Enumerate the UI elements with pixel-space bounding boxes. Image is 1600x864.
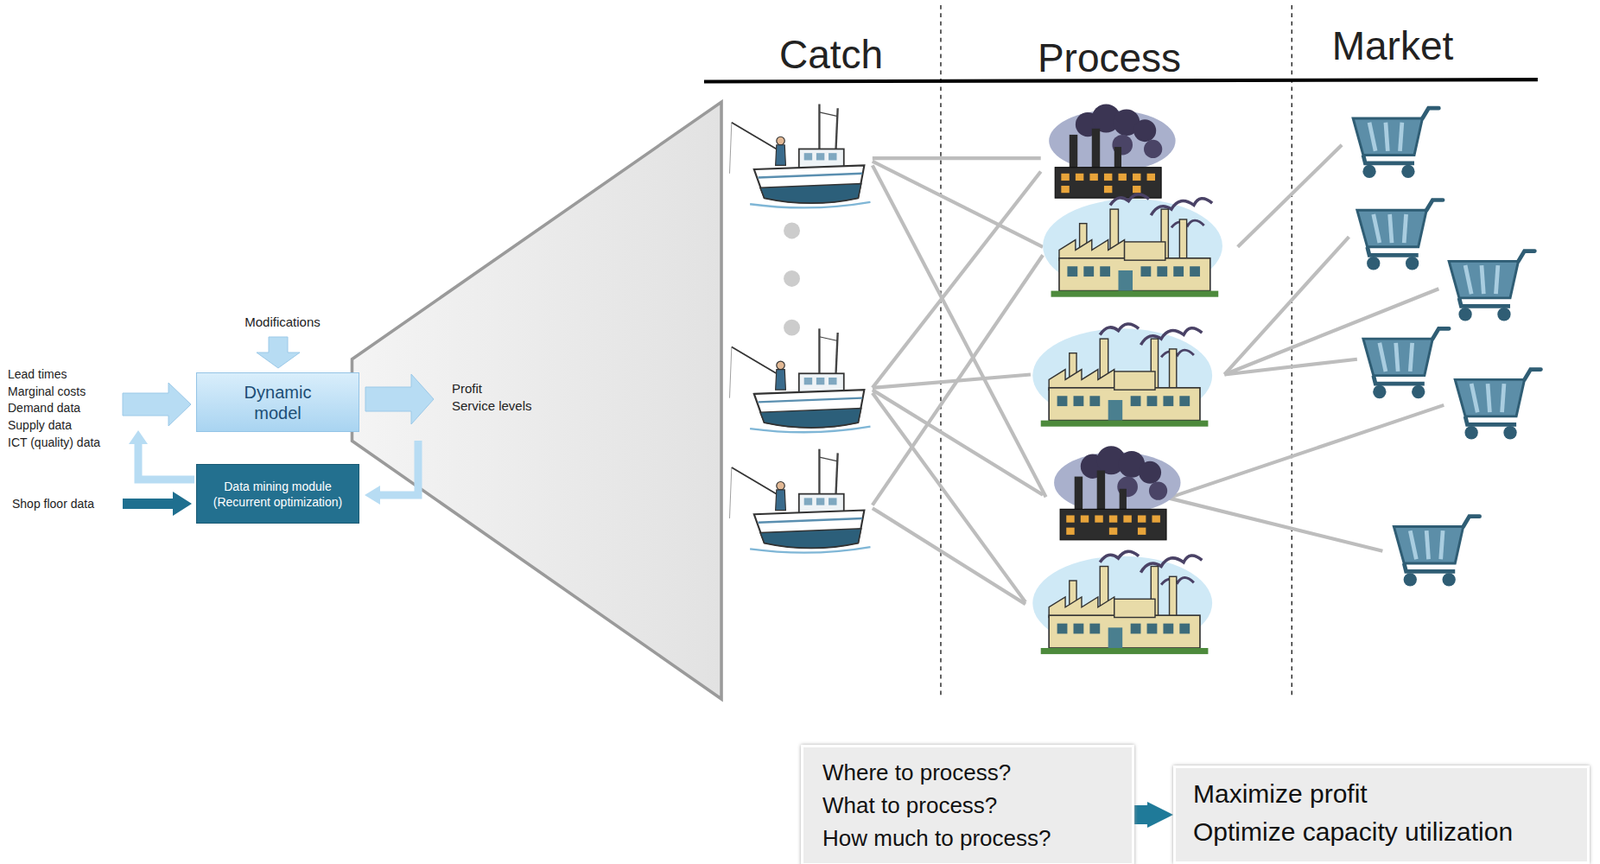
- factory-icon: [1032, 551, 1213, 654]
- feedback-arrow: [138, 442, 195, 480]
- shop-floor-arrow: [122, 491, 192, 516]
- fishing-boat: [729, 449, 870, 553]
- input-label: Demand data: [7, 400, 81, 415]
- shopping-cart: [1393, 516, 1480, 587]
- shopping-cart: [1363, 328, 1449, 399]
- output-arrow: [365, 374, 434, 425]
- input-label: Supply data: [7, 418, 72, 432]
- illustration-scaled: [351, 5, 1541, 699]
- ellipsis-dot: [783, 319, 800, 337]
- column-divider: [1291, 5, 1293, 699]
- flow-lines: [872, 145, 1444, 604]
- input-label: ICT (quality) data: [7, 435, 101, 450]
- zoom-funnel: [351, 101, 722, 699]
- shopping-cart: [1454, 369, 1541, 440]
- factory-icon: [1042, 194, 1223, 298]
- box-text: Maximize profit: [1193, 774, 1570, 813]
- input-label: Lead times: [7, 367, 67, 381]
- box-text: Optimize capacity utilization: [1193, 812, 1570, 851]
- feedback-arrow: [378, 440, 419, 496]
- feedback-arrow-head: [128, 430, 148, 445]
- modification-arrow: [256, 336, 300, 369]
- ellipsis-dot: [783, 222, 800, 239]
- column-divider: [939, 5, 941, 699]
- shopping-cart: [1448, 251, 1535, 322]
- flow-arrow: [1134, 805, 1148, 825]
- fishing-boat: [729, 103, 870, 208]
- column-header: Market: [1332, 22, 1454, 70]
- input-label: Modifications: [244, 314, 321, 330]
- fishing-boat: [729, 328, 870, 432]
- model-arrows: [122, 336, 434, 516]
- input-label: Marginal costs: [7, 384, 86, 399]
- input-arrow: [122, 382, 191, 426]
- question-box: Where to process?What to process?How muc…: [800, 744, 1135, 864]
- box-text: Dynamic model: [244, 381, 312, 424]
- column-header: Process: [1037, 34, 1181, 82]
- column-header: Catch: [779, 31, 883, 78]
- box-text: What to process?: [822, 788, 1112, 822]
- factory-icon: [1032, 323, 1213, 427]
- output-label: Profit: [451, 380, 483, 396]
- factory-icon: [1048, 103, 1175, 198]
- ellipsis-dot: [783, 270, 800, 287]
- box-text: Where to process?: [822, 755, 1112, 789]
- shopping-cart: [1352, 107, 1439, 178]
- input-label: Shop floor data: [12, 496, 95, 511]
- box-text: Data mining module (Recurrent optimizati…: [203, 478, 352, 510]
- goal-box: Maximize profitOptimize capacity utiliza…: [1173, 765, 1590, 864]
- model-box: Dynamic model: [196, 372, 360, 432]
- box-text: How much to process?: [822, 821, 1112, 855]
- factory-icon: [1053, 445, 1181, 540]
- output-label: Service levels: [451, 398, 533, 413]
- shopping-cart: [1357, 199, 1443, 270]
- module-box: Data mining module (Recurrent optimizati…: [196, 463, 360, 524]
- feedback-arrow-head: [364, 485, 381, 505]
